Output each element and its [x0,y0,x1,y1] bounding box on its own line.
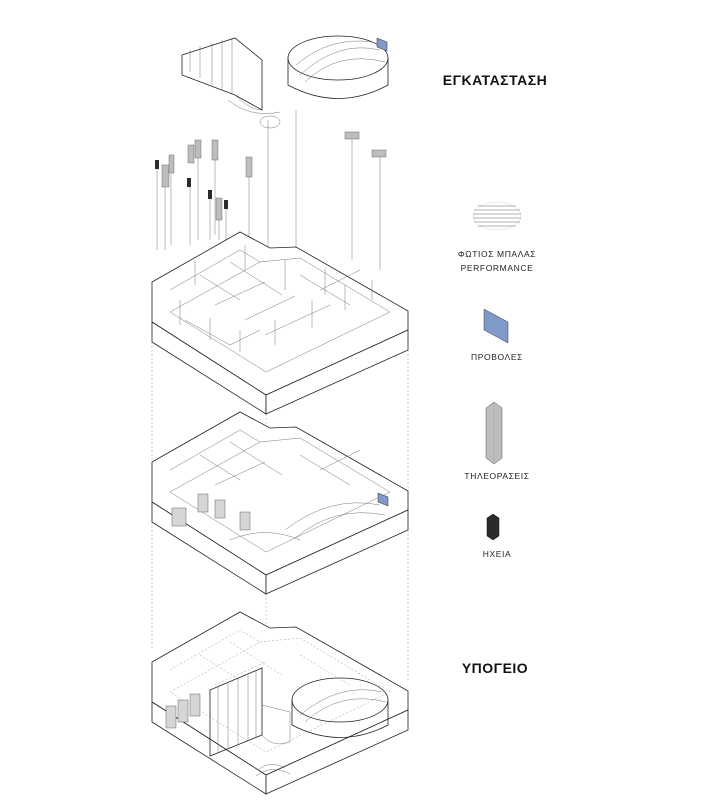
speaker-legend-icon [486,513,500,541]
tv-icon [194,139,202,159]
tv-icon [168,154,175,174]
legend-label-televisions: ΤΗΛΕΟΡΑΣΕΙΣ [464,471,530,481]
legend [472,201,522,541]
tv-icon [215,197,223,221]
tv-icon [245,156,253,178]
speaker-icon [208,190,212,199]
tv-icon [187,144,195,164]
installation-layer [181,35,389,129]
tv-icon [344,131,360,140]
floating-devices [155,110,387,270]
projection-marker-top [376,37,388,52]
legend-label-speakers: ΗΧΕΙΑ [482,549,512,559]
speaker-icon [187,178,191,187]
floor-plan-ground [151,411,409,595]
basement-title: ΥΠΟΓΕΙΟ [461,660,529,676]
light-ball-icon [472,201,522,231]
tv-icon [211,139,219,161]
installation-title: ΕΓΚΑΤΑΣΤΑΣΗ [442,72,548,88]
speaker-icon [155,160,159,169]
speaker-icon [224,200,228,209]
tv-icon [161,164,170,188]
projection-icon [483,308,509,344]
tv-icon [371,149,387,158]
floor-plan-upper [151,231,409,415]
legend-label-performance: PERFORMANCE [460,263,534,273]
projection-marker-ground [377,492,389,507]
legend-label-light-ball: ΦΩΤΙΟΣ ΜΠΑΛΑΣ [457,249,537,259]
floor-plan-basement [151,611,409,795]
legend-label-projections: ΠΡΟΒΟΛΕΣ [471,352,523,362]
